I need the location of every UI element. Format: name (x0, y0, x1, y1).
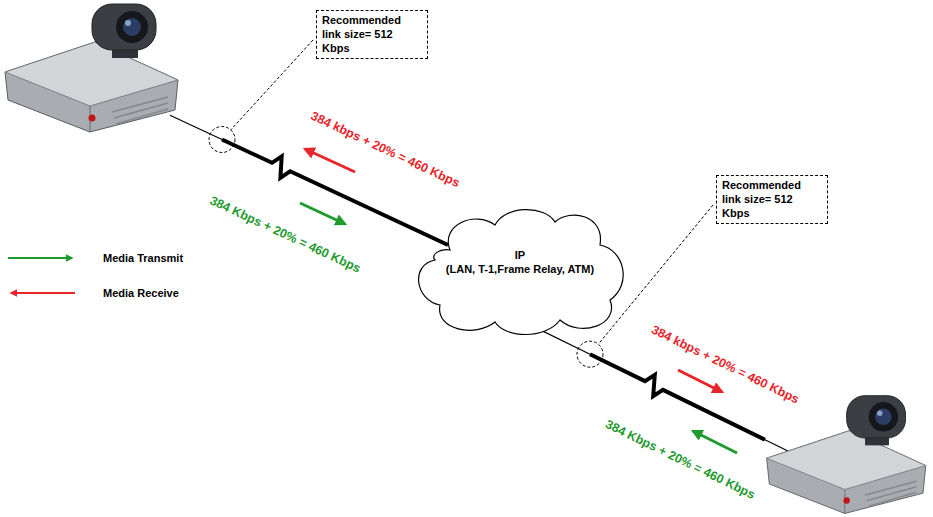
cloud-text: (LAN, T-1,Frame Relay, ATM) (446, 262, 594, 276)
bandwidth-label: 384 Kbps + 20% = 460 Kbps (603, 417, 758, 503)
link-size-callout: Recommended link size= 512 Kbps (716, 175, 828, 224)
legend-text: Media Receive (103, 287, 179, 299)
access-line (170, 115, 222, 139)
callout-text: Recommended link size= 512 Kbps (322, 14, 422, 55)
transmit-arrow (300, 203, 345, 224)
legend-sample (11, 292, 75, 294)
bandwidth-label: 384 Kbps + 20% = 460 Kbps (207, 193, 363, 276)
camera-lens (123, 18, 141, 36)
legend-text: Media Transmit (103, 252, 183, 264)
unit-top (5, 42, 178, 106)
camera-lens (116, 11, 148, 43)
measure-point (577, 341, 603, 367)
legend-sample (8, 257, 72, 259)
cloud-text: IP (515, 248, 525, 262)
lens-glint (125, 20, 131, 26)
network-cloud: IP(LAN, T-1,Frame Relay, ATM) (410, 200, 630, 338)
leader-line (231, 40, 313, 130)
camera-head (92, 4, 156, 50)
legend-entry: Media Receive (103, 285, 179, 301)
measure-point (209, 127, 235, 153)
callout-text: Recommended link size= 512 Kbps (722, 179, 822, 220)
legend-entry: Media Transmit (103, 250, 183, 266)
unit-grille (112, 97, 168, 124)
receive-arrow (305, 149, 355, 172)
cloud-outline (419, 210, 624, 335)
receive-arrow (678, 370, 722, 392)
unit-body (5, 42, 178, 132)
transmit-arrow (693, 431, 737, 453)
video-unit (5, 4, 178, 132)
link-size-callout: Recommended link size= 512 Kbps (316, 10, 428, 59)
bandwidth-label: 384 kbps + 20% = 460 Kbps (308, 109, 462, 191)
logo-dot (89, 115, 96, 122)
video-unit (767, 396, 926, 514)
